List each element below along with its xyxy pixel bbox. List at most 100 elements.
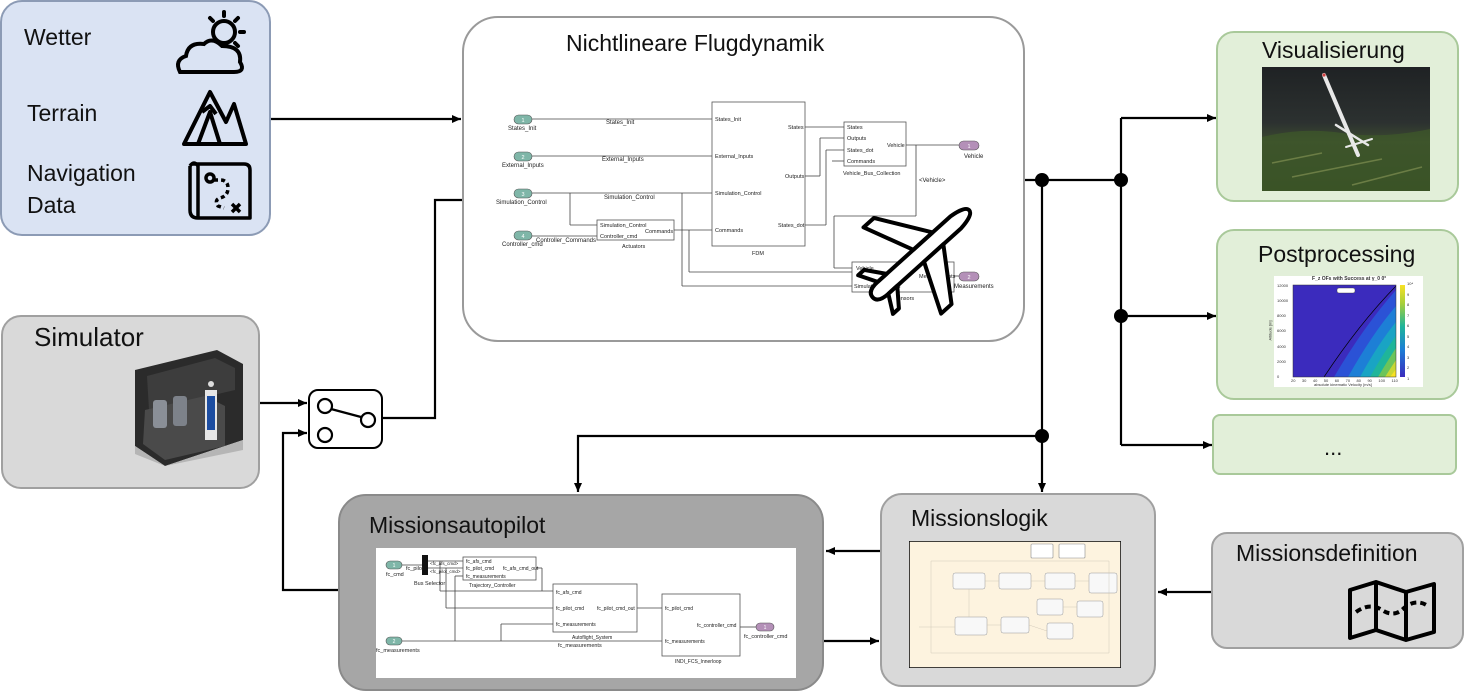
fdm-port: States_dot: [778, 223, 805, 229]
inport-num: 4: [521, 234, 524, 240]
env-label-terrain: Terrain: [27, 100, 98, 126]
block-label: fc_controller_cmd: [697, 623, 737, 629]
inport-label: Simulation_Control: [496, 200, 547, 206]
actuators-name: Actuators: [622, 244, 645, 250]
signal-label: <Vehicle>: [919, 178, 946, 184]
bus-port: Commands: [847, 159, 875, 165]
simulator-title: Simulator: [34, 322, 144, 352]
plot-xlabel: absolute kinematic Velocity [m/s]: [1314, 382, 1372, 387]
outport-label: Vehicle: [964, 154, 984, 160]
inport-num: 2: [521, 155, 524, 161]
flight-dynamics-title: Nichtlineare Flugdynamik: [566, 30, 825, 56]
autopilot-block-diagram: 1 2 fc_cmd fc_measurements fc_pilot Bus …: [376, 548, 796, 678]
more-label: ...: [1324, 435, 1343, 460]
cbar-tick: 10⁴: [1407, 281, 1414, 286]
xtick: 20: [1291, 378, 1296, 383]
folded-map-icon: [1348, 580, 1436, 642]
fdm-name: FDM: [752, 251, 764, 257]
bus-port: States_dot: [847, 148, 874, 154]
bus-tag: fc_pilot: [406, 566, 424, 572]
block-label: fc_measurements: [556, 622, 596, 628]
cbar-tick: 3: [1407, 354, 1410, 360]
bus-port: Outputs: [847, 136, 867, 142]
cbar-tick: 2: [1407, 365, 1410, 371]
xtick: 90: [1367, 378, 1372, 383]
cbar-tick: 9: [1407, 291, 1410, 297]
xtick: 110: [1391, 378, 1398, 383]
bus-signal: <fc_afs_cmd>: [430, 561, 459, 566]
cbar-tick: 7: [1407, 312, 1410, 318]
trajectory-name: Trajectory_Controller: [469, 583, 516, 589]
actuators-port: Controller_cmd: [600, 234, 637, 240]
missionslogik-title: Missionslogik: [911, 505, 1048, 531]
inport-num: 1: [393, 563, 396, 569]
plot-colorbar-ticks: 10⁴ 9 8 7 6 5 4 3 2 1: [1407, 281, 1413, 381]
inport-label: fc_measurements: [376, 648, 420, 654]
inport-num: 3: [521, 192, 524, 198]
actuators-port: Simulation_Control: [600, 223, 646, 229]
signal-label: fc_measurements: [558, 643, 602, 649]
missionsautopilot-title: Missionsautopilot: [369, 512, 546, 538]
line-switch-to-dynamics: [383, 198, 463, 420]
signal-label: External_Inputs: [602, 157, 644, 163]
mountain-icon: [182, 90, 248, 146]
more-box: [1212, 414, 1457, 475]
cbar-tick: 8: [1407, 302, 1410, 308]
block-label: fc_afs_cmd_out: [503, 566, 539, 572]
sensors-name: Sensors: [894, 296, 914, 302]
visualisierung-title: Visualisierung: [1262, 37, 1405, 63]
plot-xticks: 20 30 40 50 60 70 80 90 100 110: [1291, 378, 1398, 383]
xtick: 80: [1356, 378, 1361, 383]
ytick: 0: [1277, 373, 1280, 379]
inport-label: fc_cmd: [386, 572, 404, 578]
inport-num: 1: [521, 118, 524, 124]
junction-dot: [1035, 173, 1049, 187]
fdm-port: External_Inputs: [715, 154, 753, 160]
simulator-cockpit-image: [135, 350, 243, 466]
map-route-icon: [188, 161, 252, 220]
switch-icon[interactable]: [308, 389, 383, 449]
ytick: 4000: [1277, 343, 1286, 349]
outport-label: fc_controller_cmd: [744, 634, 787, 640]
bus-name: Vehicle_Bus_Collection: [843, 171, 900, 177]
fdm-port: Commands: [715, 228, 743, 234]
bus-signal: <fc_pilot_cmd>: [430, 569, 461, 574]
fdm-port: States_Init: [715, 117, 741, 123]
cbar-tick: 6: [1407, 323, 1410, 329]
missionsdefinition-box: [1211, 532, 1464, 649]
junction-dot: [1035, 429, 1049, 443]
arrow-to-missionsautopilot: [574, 434, 1042, 492]
signal-label: Controller_Commands: [536, 238, 596, 244]
ytick: 12000: [1277, 283, 1289, 288]
signal-label: States_Init: [606, 120, 635, 126]
bus-port: Vehicle: [887, 143, 905, 149]
junction-dot: [1114, 173, 1128, 187]
weather-icon: [176, 10, 246, 74]
env-label-data: Data: [27, 192, 76, 218]
block-label: fc_afs_cmd: [466, 559, 492, 565]
fdm-port: States: [788, 125, 804, 131]
junction-dot: [1114, 309, 1128, 323]
env-label-navigation: Navigation: [27, 160, 136, 186]
signal-label: Simulation_Control: [604, 195, 655, 201]
autoflight-block: [552, 583, 638, 633]
actuators-block: [596, 219, 675, 241]
inport-label: States_Init: [508, 126, 537, 132]
postprocessing-title: Postprocessing: [1258, 241, 1416, 267]
xtick: 100: [1378, 378, 1386, 383]
ytick: 6000: [1277, 328, 1286, 334]
outport-num: 1: [764, 625, 767, 631]
postprocessing-plot: F_z OFs with Success at γ_0 0° 12000 100…: [1268, 276, 1423, 387]
xtick: 60: [1334, 378, 1340, 383]
ytick: 8000: [1277, 313, 1286, 319]
block-label: fc_measurements: [665, 639, 705, 645]
cbar-tick: 4: [1407, 344, 1410, 350]
arrow-autopilot-to-switch: [281, 429, 338, 592]
inport-label: External_Inputs: [502, 163, 544, 169]
plot-title: F_z OFs with Success at γ_0 0°: [1312, 276, 1387, 282]
plot-ylabel: Altitude [m]: [1267, 320, 1273, 341]
xtick: 30: [1301, 378, 1307, 383]
outport-num: 1: [967, 144, 970, 150]
